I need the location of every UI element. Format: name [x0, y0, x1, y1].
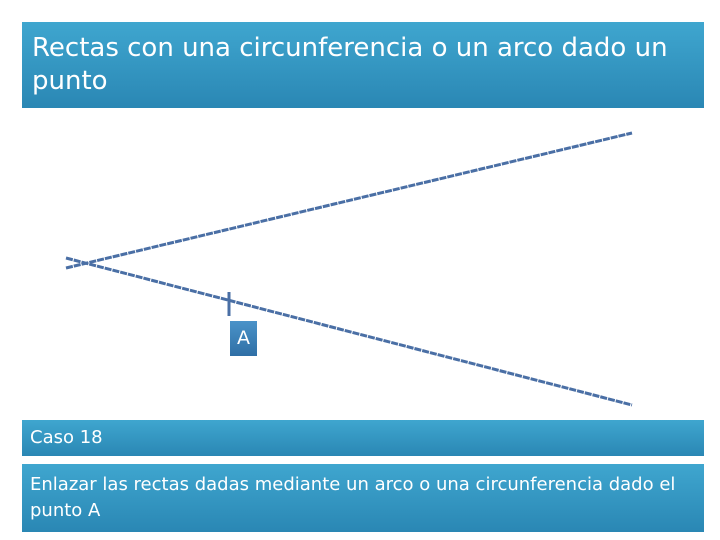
- instruction-banner: Enlazar las rectas dadas mediante un arc…: [22, 464, 704, 532]
- case-label: Caso 18: [30, 427, 103, 448]
- instruction-text: Enlazar las rectas dadas mediante un arc…: [30, 474, 676, 521]
- point-a-label: A: [230, 321, 257, 356]
- line-lower: [65, 256, 633, 407]
- line-upper: [65, 131, 633, 270]
- title-banner: Rectas con una circunferencia o un arco …: [22, 22, 704, 108]
- case-banner: Caso 18: [22, 420, 704, 456]
- slide-title: Rectas con una circunferencia o un arco …: [32, 33, 668, 96]
